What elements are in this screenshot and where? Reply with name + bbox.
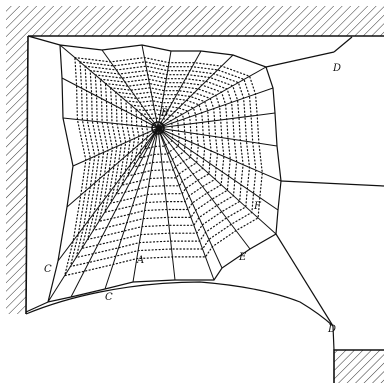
anchor-thread-lower-right	[276, 234, 333, 326]
label-e: E	[238, 252, 247, 263]
radial-thread	[158, 128, 250, 249]
corner-block-hatch	[334, 350, 384, 383]
label-b: B	[160, 108, 168, 119]
anchor-thread-corner	[28, 36, 60, 45]
top-wall-hatch	[6, 6, 384, 36]
radial-thread	[62, 78, 158, 128]
radial-thread	[158, 128, 281, 181]
left-wall-hatch	[6, 6, 28, 314]
anchor-thread-bottom-arc	[26, 282, 333, 326]
spiral-ring	[99, 84, 224, 222]
radial-thread	[158, 128, 277, 146]
anchor-thread-right	[281, 181, 384, 186]
radial-thread	[158, 128, 278, 210]
spiral-ring	[82, 71, 243, 249]
spiral-ring	[93, 79, 230, 230]
radial-thread	[158, 128, 222, 268]
radial-thread	[142, 45, 158, 128]
label-c-left: C	[44, 264, 52, 275]
hub-center	[156, 126, 160, 130]
frame-polygon	[48, 45, 281, 302]
label-c-bottom: C	[105, 292, 113, 303]
label-d-bottom: D	[327, 324, 336, 335]
anchor-thread-d-top	[334, 37, 352, 52]
spiral-ring	[88, 75, 237, 240]
radial-thread	[105, 128, 158, 289]
capture-spiral	[65, 58, 263, 276]
frame-threads	[26, 36, 384, 350]
label-f: F	[253, 201, 262, 212]
radial-thread	[60, 45, 158, 128]
anchor-thread-top-right	[266, 52, 334, 67]
label-a: A	[136, 255, 144, 266]
radial-thread	[63, 118, 158, 128]
radial-thread	[158, 88, 273, 128]
radial-threads	[48, 45, 281, 302]
label-d-top: D	[332, 63, 341, 74]
